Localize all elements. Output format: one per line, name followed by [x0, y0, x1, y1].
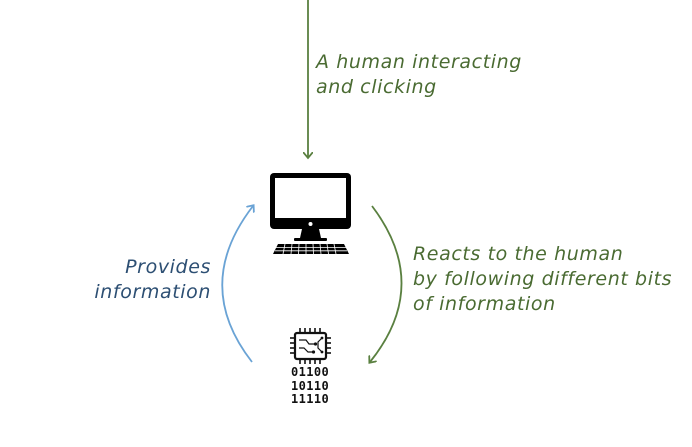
binary-row: 01100 [291, 365, 330, 379]
provides-information-label: Provides information [94, 255, 211, 305]
label-line: Provides [125, 256, 211, 278]
label-line: information [94, 281, 211, 303]
label-line: and clicking [316, 76, 437, 98]
binary-row: 10110 [291, 378, 330, 393]
label-line: by following different bits [413, 268, 673, 290]
label-line: Reacts to the human [413, 243, 624, 265]
desktop-computer-icon [270, 173, 351, 255]
binary-code: 01100 10110 11110 [291, 365, 330, 407]
provides-arrow [221, 206, 253, 363]
human-interacting-label: A human interacting and clicking [316, 50, 522, 100]
label-line: of information [413, 293, 556, 315]
microchip-icon [290, 328, 331, 364]
label-line: A human interacting [316, 51, 522, 73]
binary-row: 11110 [291, 392, 330, 406]
reacts-arrow [370, 205, 403, 362]
reacts-label: Reacts to the human by following differe… [413, 242, 672, 317]
